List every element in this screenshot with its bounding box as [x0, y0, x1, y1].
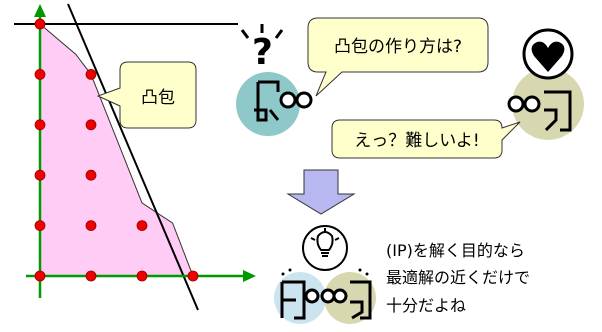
person-face-icon	[254, 80, 280, 122]
lightbulb-bubble	[302, 225, 348, 271]
person-head-bg	[236, 72, 300, 136]
dot-icon	[281, 272, 285, 276]
integer-point	[34, 169, 46, 181]
reply-callout: えっ？難しいよ!	[331, 119, 521, 159]
glasses-left-icon	[304, 288, 320, 304]
integer-point	[85, 270, 97, 282]
glasses-right-icon	[320, 288, 336, 304]
glasses-right-icon	[523, 95, 541, 113]
integer-point	[136, 270, 148, 282]
lightbulb-icon	[316, 231, 334, 257]
reply-text: えっ？難しいよ!	[354, 131, 479, 151]
integer-point	[85, 69, 97, 80]
cutting-plane-line	[67, 3, 199, 311]
person-face-icon	[544, 90, 572, 132]
y-axis-arrow-icon	[34, 4, 46, 17]
lightbulb-ray	[310, 237, 316, 241]
confused-person: ?	[236, 24, 313, 136]
glasses-left-icon	[332, 288, 348, 304]
question-callout: 凸包の作り方は?	[307, 17, 489, 97]
surprise-mark-icon-3	[274, 29, 284, 39]
hull-plot	[14, 3, 256, 311]
idea-pair	[274, 225, 376, 324]
question-bubble	[307, 17, 489, 97]
integer-points	[34, 18, 199, 282]
answer-line-2: 最適解の近くだけで	[386, 268, 530, 287]
down-arrow-icon	[286, 169, 356, 215]
hull-callout-bubble	[96, 61, 197, 129]
integer-point	[85, 119, 97, 131]
glasses-left-icon	[279, 91, 297, 109]
integer-point	[34, 220, 46, 232]
heart-icon	[531, 41, 565, 72]
integer-point	[136, 220, 148, 232]
integer-point	[34, 119, 46, 131]
x-axis-arrow-icon	[243, 270, 256, 282]
glasses-left-icon	[507, 95, 525, 113]
answer-text-block: (IP)を解く目的なら 最適解の近くだけで 十分だよね	[386, 241, 530, 315]
integer-point	[34, 69, 46, 80]
glasses-right-icon	[295, 91, 313, 109]
answer-line-3: 十分だよね	[386, 296, 466, 315]
person-head-bg	[274, 272, 326, 324]
lightbulb-ray	[334, 237, 340, 241]
reply-bubble	[331, 119, 521, 159]
person-face-icon	[350, 280, 372, 320]
dot-icon	[358, 268, 362, 272]
person-face-icon	[280, 280, 306, 320]
integer-point	[34, 270, 46, 282]
surprise-mark-icon	[240, 29, 250, 39]
person-head-bg	[512, 68, 584, 140]
question-mark-icon: ?	[252, 32, 273, 73]
dot-icon	[288, 268, 292, 272]
integer-point	[85, 220, 97, 232]
integer-point	[85, 169, 97, 181]
hull-callout-label: 凸包	[141, 88, 175, 108]
dot-icon	[365, 272, 369, 276]
answer-line-1: (IP)を解く目的なら	[386, 241, 525, 260]
heart-person	[507, 28, 584, 140]
integer-point	[34, 18, 46, 30]
question-text: 凸包の作り方は?	[334, 37, 462, 57]
integer-point	[187, 270, 199, 282]
hull-callout: 凸包	[96, 61, 197, 129]
